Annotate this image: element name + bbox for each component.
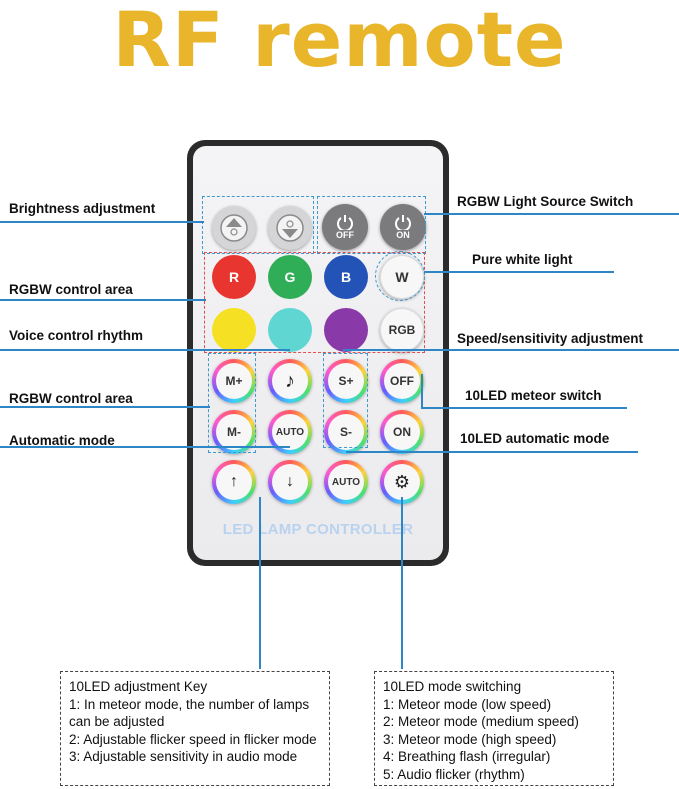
m-plus-button[interactable]: M+	[212, 359, 256, 403]
power-on-label: ON	[396, 230, 410, 240]
purple-button[interactable]	[324, 308, 368, 352]
cyan-button[interactable]	[268, 308, 312, 352]
power-group-box	[317, 196, 426, 254]
blue-button[interactable]: B	[324, 255, 368, 299]
callout-line-led-auto	[346, 451, 638, 453]
brightness-down-button[interactable]	[268, 206, 312, 250]
arrow-down-icon: ↓	[286, 473, 294, 490]
led-auto-button[interactable]: AUTO	[324, 460, 368, 504]
red-button[interactable]: R	[212, 255, 256, 299]
note-line: 1: Meteor mode (low speed)	[383, 696, 552, 712]
led-up-button[interactable]: ↑	[212, 460, 256, 504]
callout-line-rgbw-area1	[0, 299, 206, 301]
m-plus-label: M+	[225, 374, 243, 388]
label-led-auto: 10LED automatic mode	[460, 431, 610, 446]
power-icon	[395, 215, 411, 230]
note-box-mode-switching: 10LED mode switching 1: Meteor mode (low…	[374, 671, 614, 786]
callout-line-rgbw-area2	[0, 406, 210, 408]
note-box-adjustment-key: 10LED adjustment Key 1: In meteor mode, …	[60, 671, 330, 786]
meteor-off-label: OFF	[390, 374, 414, 388]
s-keys-box	[323, 353, 368, 448]
m-keys-box	[208, 353, 256, 453]
label-rgbw-area2: RGBW control area	[9, 391, 133, 406]
label-brightness: Brightness adjustment	[9, 201, 156, 216]
callout-line-speed	[343, 349, 679, 351]
m-minus-button[interactable]: M-	[212, 410, 256, 454]
callout-line-voice	[0, 349, 290, 351]
remote-control: OFF ON R G B W RGB M+ ♪ S+ OFF M- AUTO S…	[187, 140, 449, 566]
callout-line-brightness	[0, 221, 204, 223]
note-line: 2: Meteor mode (medium speed)	[383, 714, 579, 729]
music-note-icon: ♪	[285, 369, 295, 392]
led-auto-label: AUTO	[331, 476, 361, 488]
label-pure-white: Pure white light	[472, 252, 573, 267]
arrow-up-icon: ↑	[230, 473, 238, 490]
s-minus-button[interactable]: S-	[324, 410, 368, 454]
auto-button[interactable]: AUTO	[268, 410, 312, 454]
note-line: 4: Breathing flash (irregular)	[383, 749, 551, 764]
callout-line-meteor-v	[421, 374, 423, 408]
label-voice: Voice control rhythm	[9, 328, 144, 343]
page-title: RF remote	[112, 0, 567, 84]
gear-icon: ⚙	[393, 471, 411, 492]
rgb-button[interactable]: RGB	[380, 308, 424, 352]
power-off-label: OFF	[336, 230, 354, 240]
rgbw-group-box	[204, 252, 425, 353]
callout-line-pure-white	[424, 271, 614, 273]
power-on-button[interactable]: ON	[380, 204, 426, 250]
label-auto-mode: Automatic mode	[9, 433, 115, 448]
power-icon	[337, 215, 353, 230]
power-off-button[interactable]: OFF	[322, 204, 368, 250]
callout-line-left-note	[259, 497, 261, 669]
brightness-group-box	[202, 196, 314, 254]
note-heading: 10LED mode switching	[383, 679, 522, 694]
green-button[interactable]: G	[268, 255, 312, 299]
callout-line-auto	[0, 446, 290, 448]
note-heading: 10LED adjustment Key	[69, 679, 208, 694]
green-label: G	[284, 269, 296, 285]
s-plus-label: S+	[338, 374, 354, 388]
label-rgbw-area1: RGBW control area	[9, 282, 133, 297]
remote-face: OFF ON R G B W RGB M+ ♪ S+ OFF M- AUTO S…	[193, 146, 443, 560]
callout-line-rgbw-switch	[424, 213, 679, 215]
meteor-on-button[interactable]: ON	[380, 410, 424, 454]
note-line: 3: Meteor mode (high speed)	[383, 731, 557, 747]
music-button[interactable]: ♪	[268, 359, 312, 403]
s-minus-label: S-	[340, 425, 352, 439]
note-line: 5: Audio flicker (rhythm)	[383, 766, 525, 782]
brightness-up-button[interactable]	[212, 206, 256, 250]
white-button-ring	[375, 251, 425, 301]
rgb-label: RGB	[388, 323, 416, 337]
note-line: 3: Adjustable sensitivity in audio mode	[69, 749, 298, 764]
note-line: 2: Adjustable flicker speed in flicker m…	[69, 731, 317, 747]
label-speed: Speed/sensitivity adjustment	[457, 331, 644, 346]
note-line: 1: In meteor mode, the number of lamps c…	[69, 696, 310, 730]
brightness-up-icon	[220, 214, 248, 242]
label-meteor-switch: 10LED meteor switch	[465, 388, 602, 403]
callout-line-meteor	[421, 407, 627, 409]
callout-line-right-note	[401, 497, 403, 669]
meteor-off-button[interactable]: OFF	[380, 359, 424, 403]
red-label: R	[228, 269, 240, 285]
auto-label: AUTO	[275, 426, 305, 438]
led-mode-button[interactable]: ⚙	[380, 460, 424, 504]
brightness-down-icon	[276, 214, 304, 242]
m-minus-label: M-	[227, 425, 241, 439]
blue-label: B	[340, 269, 352, 285]
meteor-on-label: ON	[393, 425, 411, 439]
brand-label: LED LAMP CONTROLLER	[222, 521, 414, 538]
led-down-button[interactable]: ↓	[268, 460, 312, 504]
yellow-button[interactable]	[212, 308, 256, 352]
label-rgbw-switch: RGBW Light Source Switch	[457, 194, 634, 209]
s-plus-button[interactable]: S+	[324, 359, 368, 403]
